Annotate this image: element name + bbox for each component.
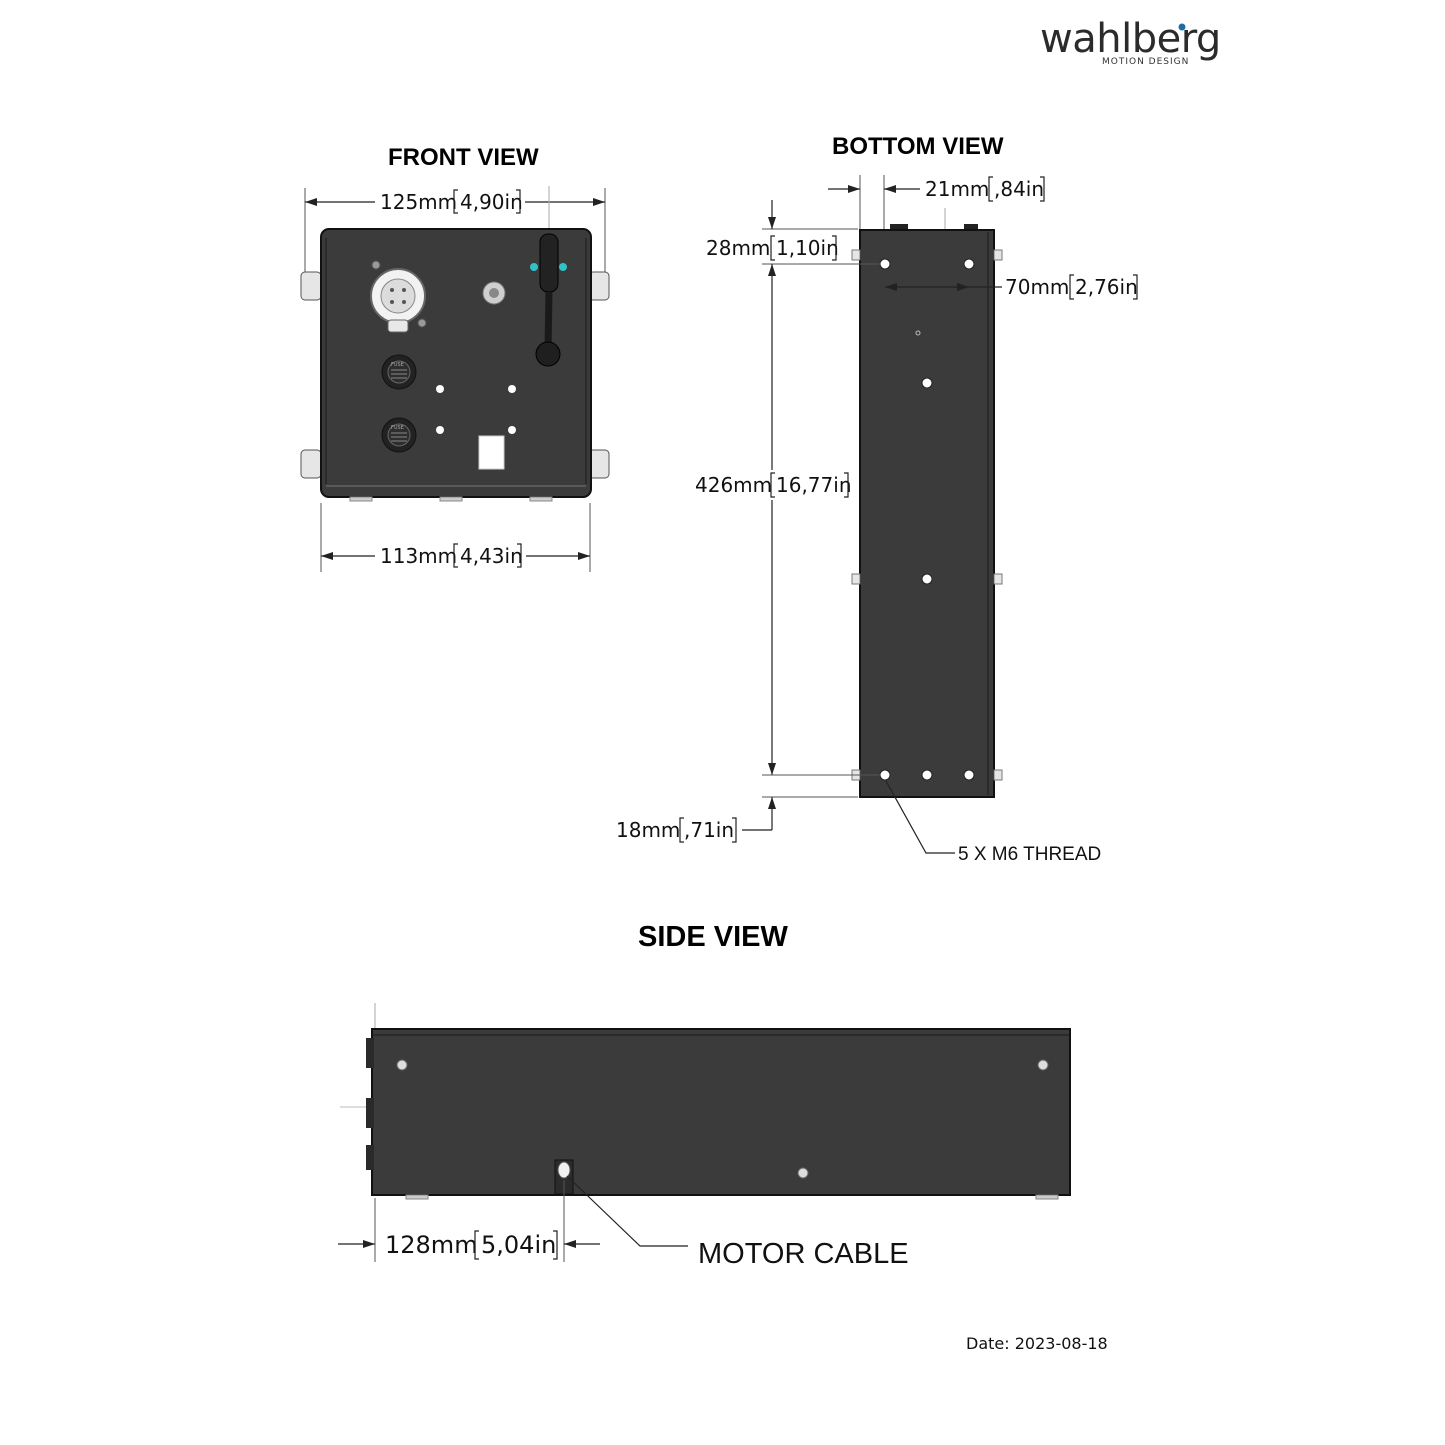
- m6-hole: [879, 769, 891, 781]
- dim-front-width-top: 125mm 4,90in: [380, 189, 523, 214]
- side-view: SIDE VIEW 128mm 5,04in MOTOR: [338, 921, 1071, 1270]
- logo-dot: [1178, 23, 1186, 31]
- dim-label-mm: 21mm: [925, 177, 989, 201]
- m6-hole: [879, 258, 891, 270]
- brand-tagline: MOTION DESIGN: [1102, 57, 1189, 67]
- motor-cable-callout: MOTOR CABLE: [698, 1238, 909, 1270]
- dim-label-inch: 1,10in: [776, 236, 839, 260]
- dim-bottom-hole-spacing: 70mm 2,76in: [1005, 274, 1138, 300]
- dim-label-mm: 70mm: [1005, 275, 1069, 299]
- fuse-label: FUSE: [391, 425, 404, 431]
- m6-hole: [921, 573, 933, 585]
- m6-hole: [963, 769, 975, 781]
- dim-front-width-bottom: 113mm 4,43in: [380, 543, 523, 568]
- dim-label-inch: 5,04in: [481, 1231, 556, 1259]
- bottom-view: BOTTOM VIEW 21mm ,84in: [616, 133, 1138, 865]
- dim-bottom-offset: 18mm ,71in: [616, 817, 737, 843]
- dim-label-inch: 16,77in: [776, 473, 852, 497]
- dim-label-mm: 125mm: [380, 190, 457, 214]
- brand-name: wahlberg: [1040, 16, 1221, 62]
- bottom-view-title: BOTTOM VIEW: [832, 133, 1004, 160]
- front-view-title: FRONT VIEW: [388, 144, 539, 171]
- dim-label-inch: ,84in: [994, 177, 1044, 201]
- dim-label-mm: 18mm: [616, 818, 680, 842]
- dim-label-mm: 113mm: [380, 544, 457, 568]
- dim-label-mm: 28mm: [706, 236, 770, 260]
- fuse-label: FUSE: [391, 362, 404, 368]
- m6-thread-callout: 5 X M6 THREAD: [958, 844, 1101, 865]
- m6-thread-holes: [879, 258, 975, 781]
- dim-label-inch: ,71in: [684, 818, 734, 842]
- dim-label-inch: 4,43in: [460, 544, 523, 568]
- drawing-date: Date: 2023-08-18: [966, 1334, 1108, 1353]
- dim-label-mm: 426mm: [695, 473, 772, 497]
- brand-logo: wahlberg MOTION DESIGN: [1040, 16, 1221, 67]
- side-view-title: SIDE VIEW: [638, 921, 788, 953]
- fuse-holder-icon: FUSE: [381, 354, 417, 390]
- front-view: FRONT VIEW 125mm 4,90in: [300, 144, 610, 572]
- dim-label-inch: 4,90in: [460, 190, 523, 214]
- side-enclosure: [371, 1028, 1071, 1196]
- dim-label-mm: 128mm: [385, 1231, 478, 1259]
- fuse-holder-icon: FUSE: [381, 417, 417, 453]
- dim-bottom-edge-offset: 21mm ,84in: [925, 176, 1045, 202]
- dim-label-inch: 2,76in: [1075, 275, 1138, 299]
- m6-hole: [921, 377, 933, 389]
- dim-bottom-top-offset: 28mm 1,10in: [706, 235, 839, 261]
- dim-bottom-hole-pitch: 426mm 16,77in: [695, 472, 852, 498]
- bottom-enclosure: [859, 229, 995, 798]
- antenna-icon: [539, 233, 559, 293]
- dim-side-cable-position: 128mm 5,04in: [385, 1230, 558, 1260]
- status-led-icon: [559, 263, 567, 271]
- m6-hole: [921, 769, 933, 781]
- m6-hole: [963, 258, 975, 270]
- status-led-icon: [530, 263, 538, 271]
